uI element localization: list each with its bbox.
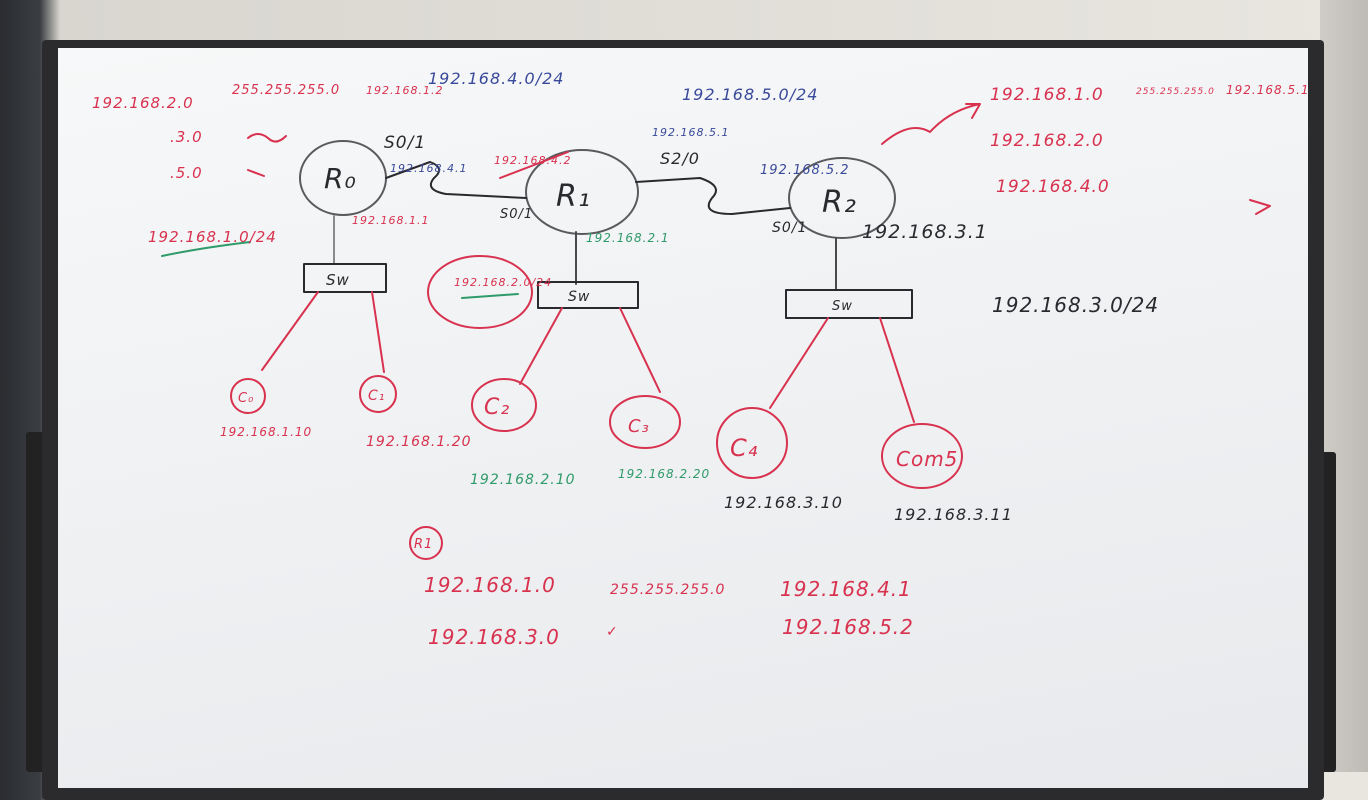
r2-lan-ip: 192.168.3.1 — [862, 221, 988, 243]
pc-c4-label: C₄ — [730, 434, 758, 462]
tl-row2-net: .3.0 — [170, 128, 203, 146]
arrow-to-table — [881, 103, 981, 145]
pc-c2-label: C₂ — [484, 395, 510, 420]
switch-sw1-label: Sw — [568, 289, 590, 305]
switch-sw0-label: Sw — [326, 271, 350, 289]
router-r1-circle — [525, 149, 639, 235]
pc-c1-ip: 192.168.1.20 — [366, 434, 472, 450]
r1-serial-left-ip: 192.168.4.2 — [494, 154, 571, 167]
pc-c3-circle — [609, 395, 681, 449]
r0-lan-ip: 192.168.1.1 — [352, 214, 429, 227]
pc-c3-label: C₃ — [628, 416, 650, 437]
r1-serial-left-if: S0/1 — [500, 207, 533, 222]
switch-sw1 — [537, 281, 639, 309]
pc-c5-label: Com5 — [896, 447, 958, 471]
link-sw2-c5 — [879, 317, 915, 423]
tl-row1-hop: 192.168.1.2 — [366, 84, 443, 97]
tr-row2-net: 192.168.2.0 — [990, 131, 1104, 151]
bt-row1-hop: 192.168.4.1 — [780, 577, 912, 601]
link-sw0-c1 — [371, 291, 385, 373]
pc-c1-label: C₁ — [368, 388, 385, 404]
pc-c4-ip: 192.168.3.10 — [724, 493, 843, 512]
lan0-net: 192.168.1.0/24 — [148, 228, 277, 246]
bt-row1-mask: 255.255.255.0 — [610, 582, 725, 598]
lan0-underline — [161, 241, 251, 257]
switch-sw0 — [303, 263, 387, 293]
r1-serial-right-if: S2/0 — [660, 149, 700, 168]
link-sw1-c3 — [619, 307, 661, 393]
tick-mark-2 — [247, 133, 287, 143]
tr-row1-hop: 192.168.5.1 — [1226, 83, 1310, 97]
network-diagram: 192.168.2.0 255.255.255.0 192.168.1.2 .3… — [92, 69, 1310, 649]
pc-c5-circle — [881, 423, 963, 489]
serial-link-r0-r1 — [385, 161, 527, 199]
r0-serial-if: S0/1 — [384, 133, 426, 153]
lan2-net: 192.168.3.0/24 — [992, 293, 1159, 317]
tl-row3-net: .5.0 — [170, 164, 203, 182]
r2-serial-if: S0/1 — [772, 220, 807, 236]
serial-link-r1-r2 — [635, 177, 791, 215]
lan1-net: 192.168.2.0/24 — [454, 276, 552, 289]
switch-sw2 — [785, 289, 913, 319]
pc-c2-ip: 192.168.2.10 — [470, 472, 576, 488]
tl-row1-mask: 255.255.255.0 — [232, 83, 340, 98]
tr-row1-mask: 255.255.255.0 — [1136, 87, 1215, 97]
bt-row2-net: 192.168.3.0 — [428, 625, 560, 649]
router-r2-circle — [788, 157, 896, 239]
whiteboard-surface — [58, 48, 1308, 788]
link-sw0-c0 — [261, 291, 319, 371]
pc-c0-circle — [230, 378, 266, 414]
bottom-table-tag: R1 — [414, 537, 433, 552]
pc-c5-ip: 192.168.3.11 — [894, 505, 1013, 524]
r2-serial-ip: 192.168.5.2 — [760, 163, 850, 178]
bt-row2-hop: 192.168.5.2 — [782, 615, 914, 639]
pc-c0-ip: 192.168.1.10 — [220, 425, 312, 439]
tick-mark-3 — [247, 169, 265, 177]
pc-c3-ip: 192.168.2.20 — [618, 467, 710, 481]
link-sw2-c4 — [769, 317, 829, 409]
link-sw1-c2 — [519, 307, 563, 385]
bt-row2-mask: ✓ — [606, 624, 619, 640]
tr-row3-net: 192.168.4.0 — [996, 177, 1110, 197]
lan1-underline — [461, 293, 519, 299]
bottom-table-tag-circle — [409, 526, 443, 560]
photo-scene: 192.168.2.0 255.255.255.0 192.168.1.2 .3… — [26, 0, 1368, 800]
pc-c0-label: C₀ — [238, 391, 254, 406]
router-r2-label: R₂ — [822, 185, 857, 220]
pc-c2-circle — [471, 378, 537, 432]
pc-c1-circle — [359, 375, 397, 413]
link-r1-r2-net: 192.168.5.0/24 — [682, 85, 818, 104]
switch-sw2-label: Sw — [832, 299, 853, 314]
bt-row1-net: 192.168.1.0 — [424, 573, 556, 597]
router-r1-label: R₁ — [556, 179, 591, 214]
r1-lan-ip: 192.168.2.1 — [586, 231, 670, 245]
lan1-label-circle — [427, 255, 533, 329]
link-r0-r1-net: 192.168.4.0/24 — [428, 69, 564, 88]
tl-row1-net: 192.168.2.0 — [92, 94, 194, 112]
r1-serial-ip-underline — [499, 151, 569, 179]
pc-c4-circle — [716, 407, 788, 479]
router-r0-label: R₀ — [324, 162, 357, 195]
r1-serial-right-ip: 192.168.5.1 — [652, 126, 729, 139]
tick-mark-1 — [1249, 199, 1271, 215]
r0-serial-ip: 192.168.4.1 — [390, 162, 467, 175]
tr-row1-net: 192.168.1.0 — [990, 85, 1104, 105]
